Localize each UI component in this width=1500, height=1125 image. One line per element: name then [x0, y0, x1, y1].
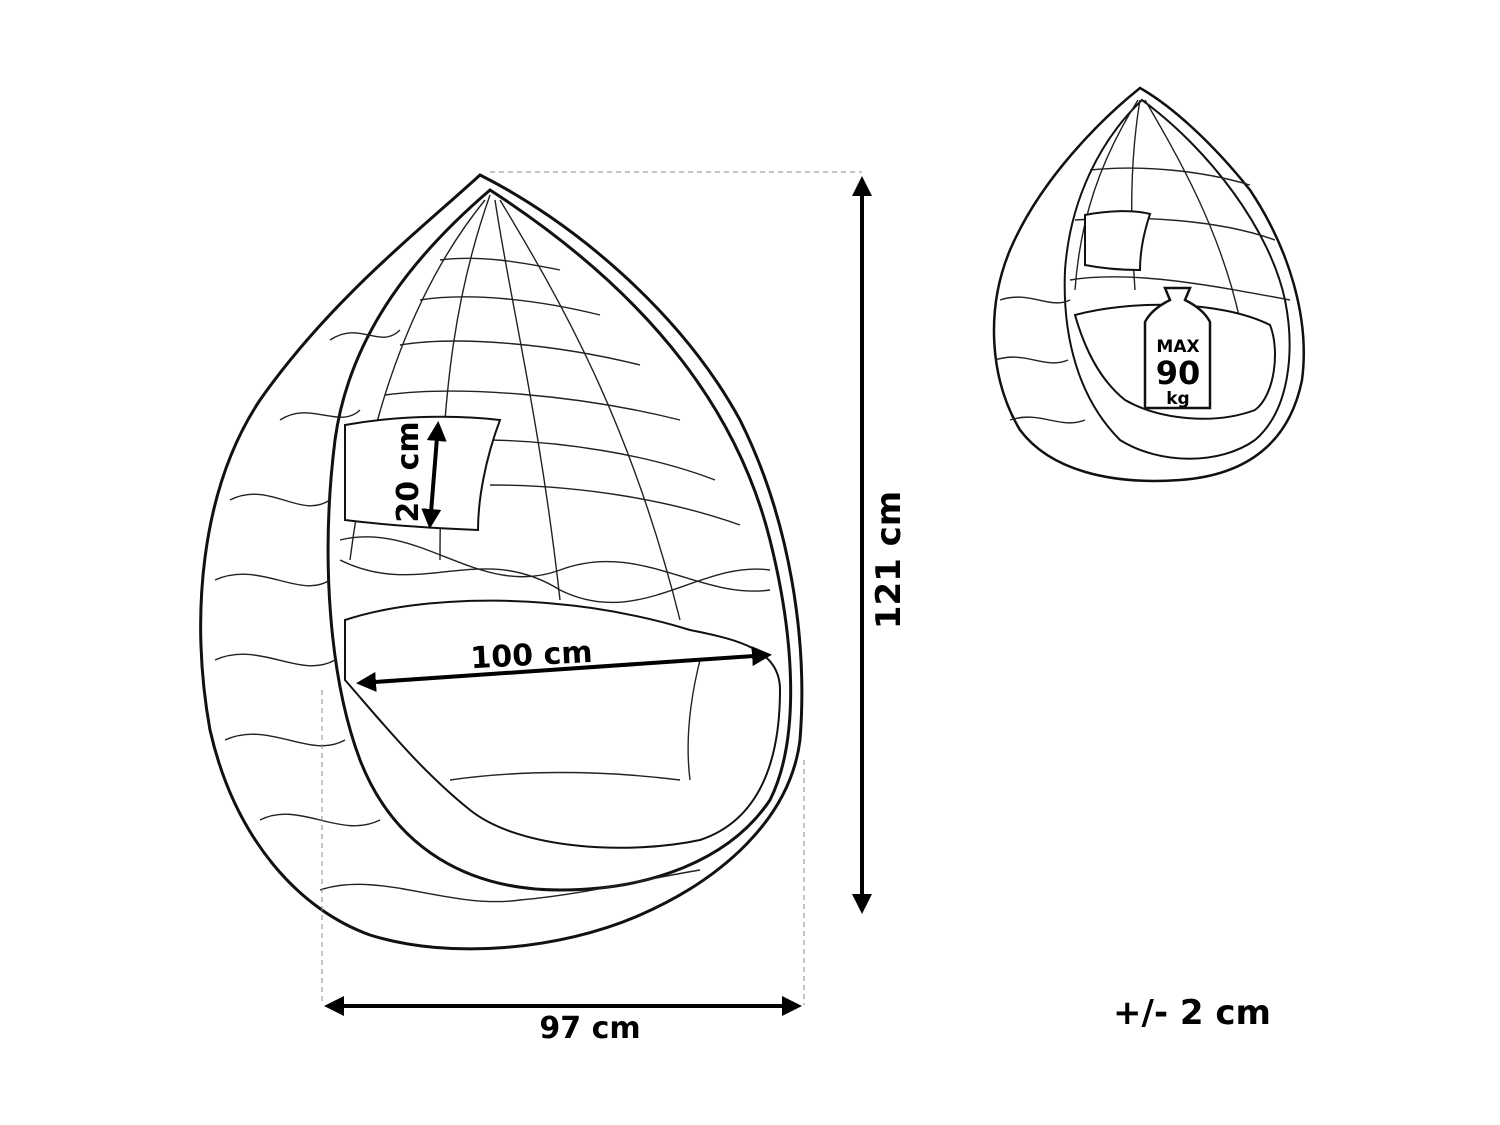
height-label: 121 cm	[869, 491, 909, 629]
seat-width-label: 100 cm	[470, 635, 594, 676]
weight-badge-value: 90	[1156, 354, 1201, 392]
width-label: 97 cm	[539, 1011, 640, 1046]
weight-badge-unit: kg	[1166, 389, 1189, 409]
chair-outer-shell	[199, 173, 804, 951]
egg-chair-weight-illustration	[992, 86, 1305, 483]
seat-width-arrow	[356, 646, 772, 692]
weight-badge-max: MAX	[1156, 337, 1199, 357]
tolerance-note: +/- 2 cm	[1113, 993, 1271, 1033]
pillow-height-label: 20 cm	[391, 421, 426, 522]
weight-icon	[1143, 286, 1212, 410]
egg-chair-illustration	[199, 173, 804, 951]
pillow-height-arrow	[421, 421, 447, 529]
chair-inner-opening	[326, 188, 793, 892]
